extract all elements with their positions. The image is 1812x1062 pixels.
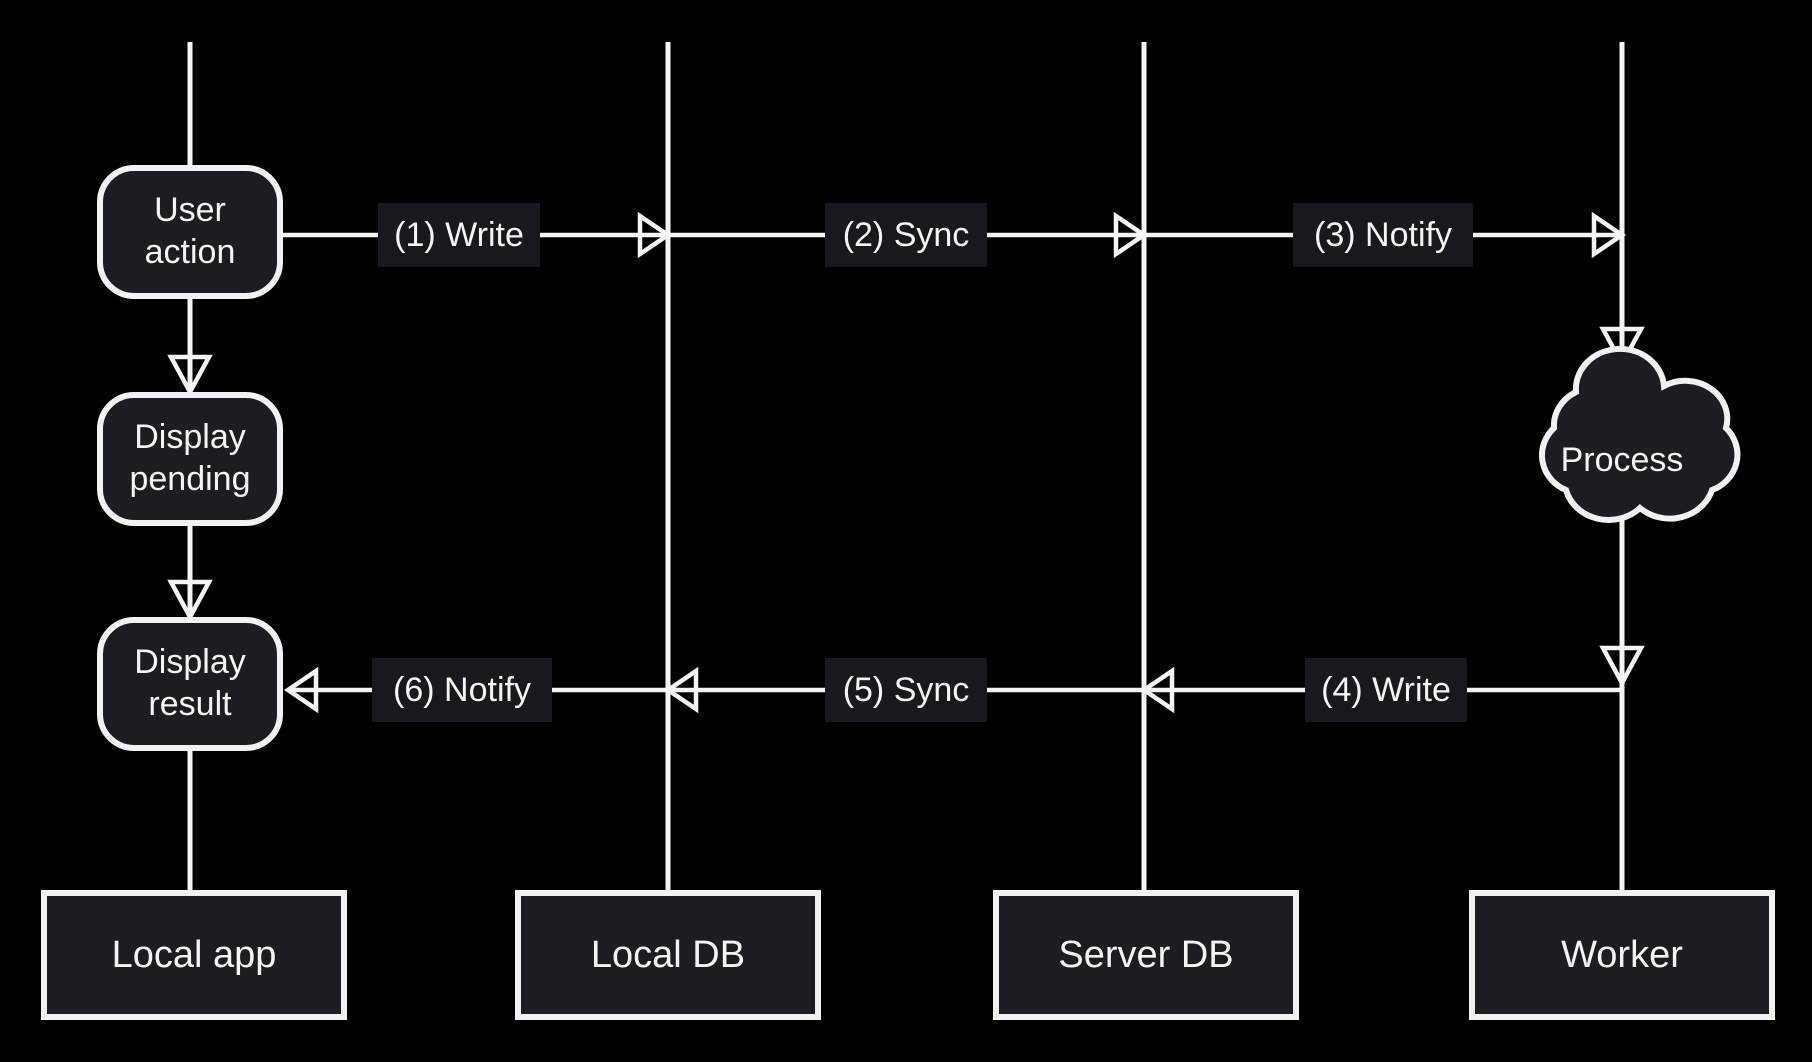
participant-worker-label: Worker — [1561, 934, 1683, 976]
msg-6-label-box — [372, 658, 552, 722]
node-display-result-shape — [97, 617, 283, 751]
node-user-action-line-1: User — [154, 191, 226, 229]
msg-5-label: (5) Sync — [843, 671, 970, 709]
flow-user-to-pending-arrowhead — [167, 354, 213, 397]
node-display-result[interactable]: Display result — [97, 617, 283, 751]
participant-local-app-label: Local app — [112, 934, 277, 976]
msg-3-label: (3) Notify — [1314, 216, 1452, 254]
participant-worker[interactable]: Worker — [1469, 890, 1775, 1020]
node-process-cloud-shape — [1538, 345, 1741, 523]
node-display-pending-shape — [97, 392, 283, 526]
flow-process-to-write-arrowhead — [1599, 645, 1645, 688]
msg-2-label-box — [825, 203, 987, 267]
participant-local-db-label: Local DB — [591, 934, 745, 976]
msg-1-label-box — [378, 203, 540, 267]
msg-1-arrowhead — [637, 211, 673, 259]
participant-server-db-box — [993, 890, 1299, 1020]
msg-1-label: (1) Write — [394, 216, 524, 254]
participant-local-app[interactable]: Local app — [41, 890, 347, 1020]
msg-4-arrowhead — [1139, 666, 1175, 714]
node-process-cloud[interactable]: Process — [1538, 345, 1741, 523]
participant-local-db-box — [515, 890, 821, 1020]
message-label-3[interactable]: (3) Notify — [1293, 203, 1473, 267]
msg-6-label: (6) Notify — [393, 671, 531, 709]
msg-5-label-box — [825, 658, 987, 722]
participant-worker-box — [1469, 890, 1775, 1020]
message-label-5[interactable]: (5) Sync — [825, 658, 987, 722]
participant-server-db[interactable]: Server DB — [993, 890, 1299, 1020]
message-label-4[interactable]: (4) Write — [1305, 658, 1467, 722]
participant-local-app-box — [41, 890, 347, 1020]
node-user-action-line-2: action — [145, 233, 236, 271]
msg-2-arrowhead — [1113, 211, 1149, 259]
msg-5-arrowhead — [663, 666, 699, 714]
node-process-label: Process — [1561, 441, 1684, 479]
flow-pending-to-result-arrowhead — [167, 579, 213, 622]
participant-local-db[interactable]: Local DB — [515, 890, 821, 1020]
node-display-pending-line-2: pending — [129, 460, 250, 498]
node-user-action[interactable]: User action — [97, 165, 283, 299]
node-display-pending[interactable]: Display pending — [97, 392, 283, 526]
node-user-action-shape — [97, 165, 283, 299]
node-display-pending-line-1: Display — [134, 418, 245, 456]
msg-4-label: (4) Write — [1321, 671, 1451, 709]
message-label-2[interactable]: (2) Sync — [825, 203, 987, 267]
lifelines-group — [187, 42, 1625, 895]
msg-3-arrowhead — [1591, 211, 1627, 259]
vertical-flows-group — [167, 240, 1645, 688]
msg-4-label-box — [1305, 658, 1467, 722]
node-display-result-line-1: Display — [134, 643, 245, 681]
msg-6-arrowhead — [283, 666, 319, 714]
participant-server-db-label: Server DB — [1058, 934, 1233, 976]
msg-2-label: (2) Sync — [843, 216, 970, 254]
msg-3-label-box — [1293, 203, 1473, 267]
message-label-1[interactable]: (1) Write — [378, 203, 540, 267]
node-display-result-line-2: result — [148, 685, 232, 723]
message-label-6[interactable]: (6) Notify — [372, 658, 552, 722]
